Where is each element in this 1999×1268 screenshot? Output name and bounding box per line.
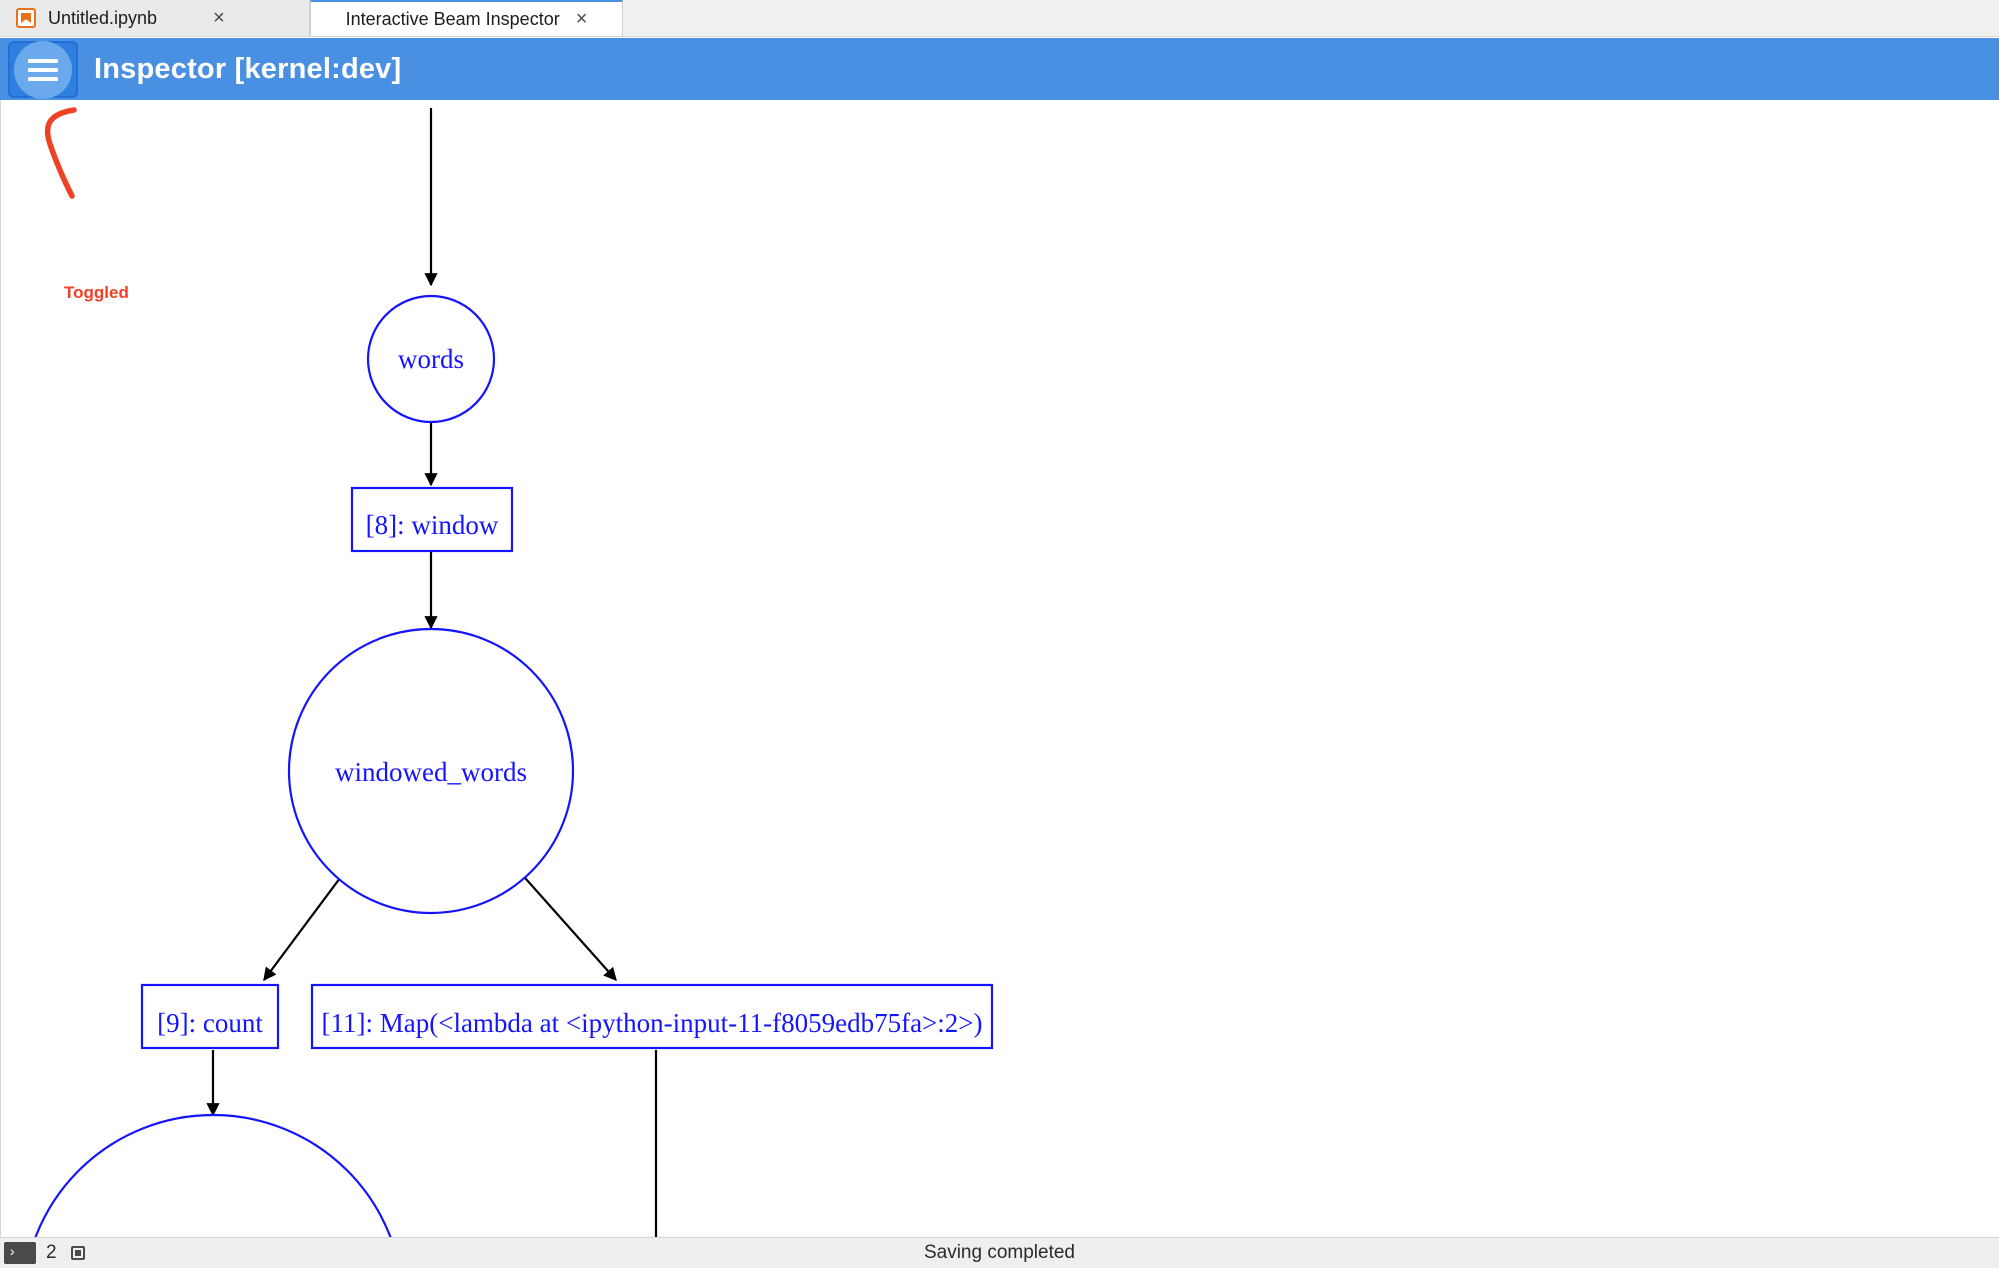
pipeline-graph: words [8]: window windowed_words [9]: co… [23, 107, 994, 1237]
node-count-label: [9]: count [157, 1008, 263, 1038]
node-window-label: [8]: window [366, 510, 499, 540]
node-map-label: [11]: Map(<lambda at <ipython-input-11-f… [322, 1008, 983, 1038]
tab-label: Untitled.ipynb [48, 7, 158, 28]
edge-windowedwords-map [517, 869, 617, 981]
annotation-arrow [44, 107, 77, 199]
terminal-icon[interactable] [4, 1242, 36, 1264]
kernel-count: 2 [46, 1242, 57, 1263]
tab-interactive-beam-inspector[interactable]: Interactive Beam Inspector × [310, 0, 623, 36]
graph-canvas[interactable]: words [8]: window windowed_words [9]: co… [0, 100, 1999, 1237]
graph-nodes: words [8]: window windowed_words [9]: co… [23, 294, 994, 1237]
status-left-group: 2 [0, 1242, 89, 1264]
close-icon[interactable]: × [213, 7, 225, 29]
inspector-header: Inspector [kernel:dev] [0, 38, 1999, 100]
hamburger-bars [28, 54, 58, 86]
page-title: Inspector [kernel:dev] [94, 53, 402, 85]
graph-viewport: words [8]: window windowed_words [9]: co… [6, 100, 1999, 1237]
node-windowed-word-counts[interactable] [23, 1113, 403, 1237]
node-words[interactable] [366, 294, 496, 424]
status-bar: 2 Saving completed [0, 1237, 1999, 1268]
annotation-label: Toggled [64, 283, 129, 302]
node-map[interactable] [310, 983, 994, 1050]
graph-edges [206, 108, 658, 1237]
notebook-icon [16, 8, 36, 28]
node-windowed-words[interactable] [287, 627, 575, 915]
node-count[interactable] [140, 983, 280, 1050]
node-windowed-words-label: windowed_words [335, 757, 527, 787]
tab-label: Interactive Beam Inspector [345, 8, 560, 29]
tab-untitled-ipynb[interactable]: Untitled.ipynb × [0, 0, 310, 36]
edge-windowedwords-count [263, 869, 347, 982]
hamburger-icon[interactable] [8, 40, 78, 99]
status-message: Saving completed [923, 1242, 1076, 1263]
node-window[interactable] [350, 486, 514, 553]
kernel-chip-icon[interactable] [67, 1242, 89, 1264]
node-words-label: words [398, 344, 464, 374]
close-icon[interactable]: × [575, 8, 588, 30]
tab-bar: Untitled.ipynb × Interactive Beam Inspec… [0, 0, 1999, 37]
